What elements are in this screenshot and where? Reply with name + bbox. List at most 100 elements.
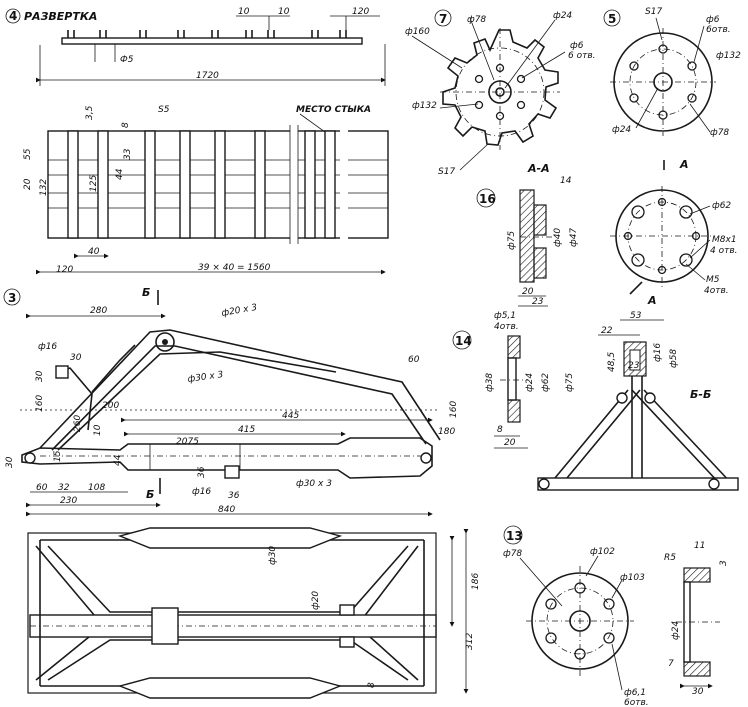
dim-bolt: ф16 bbox=[192, 487, 211, 497]
dim-30-a: 30 bbox=[70, 353, 82, 363]
dim-slot-length: 125 bbox=[89, 175, 99, 192]
dim-thickness: S17 bbox=[438, 167, 455, 177]
dim-thickness: S17 bbox=[645, 7, 662, 17]
dim-32: 32 bbox=[58, 483, 70, 493]
flange-view-a: А ф62 М8х1 4 отв. М5 4отв. А bbox=[610, 158, 738, 307]
dim-slot-33: 33 bbox=[123, 148, 133, 160]
figure-title: РАЗВЕРТКА bbox=[24, 10, 97, 23]
dim-step-diameter: ф47 bbox=[569, 228, 579, 247]
figure-number: 7 bbox=[439, 12, 447, 26]
slotted-sheet bbox=[47, 125, 389, 244]
dim-15: 15 bbox=[53, 450, 63, 462]
dim-hub: ф78 bbox=[710, 128, 729, 138]
figure-16-bushing: 16 А-А 14 ф75 ф40 ф47 20 23 bbox=[476, 162, 579, 307]
figure-number: 14 bbox=[455, 334, 472, 348]
dim-pitch: 40 bbox=[88, 247, 100, 257]
dim-outer-diameter: ф160 bbox=[405, 27, 430, 37]
dim-hole: ф6,1 bbox=[624, 688, 646, 698]
dim-108: 108 bbox=[88, 483, 105, 493]
dim-3: 3 bbox=[719, 560, 729, 566]
dim-pin-diameter: ф16 bbox=[38, 342, 57, 352]
dim-sheet-thickness: S5 bbox=[158, 105, 170, 115]
dim-start-offset: 120 bbox=[56, 265, 73, 275]
dim-160-right: 160 bbox=[449, 401, 459, 418]
dim-44: 44 bbox=[113, 454, 123, 466]
dim-pitch-total: 39 × 40 = 1560 bbox=[198, 263, 271, 273]
dim-60-right: 60 bbox=[408, 355, 420, 365]
figure-5-disc: 5 S17 ф6 6отв. ф132 ф24 ф78 bbox=[603, 7, 741, 138]
dim-10: 10 bbox=[93, 424, 103, 436]
dim-62: ф62 bbox=[541, 373, 551, 392]
dim-75: ф75 bbox=[565, 373, 575, 392]
dim-312: 312 bbox=[465, 633, 475, 650]
dim-2075: 2075 bbox=[176, 437, 199, 447]
dim-30: 30 bbox=[692, 687, 704, 697]
dim-tooth-gap: 10 bbox=[278, 7, 290, 17]
dim-48-5: 48,5 bbox=[607, 352, 617, 372]
dim-23: 23 bbox=[628, 361, 640, 371]
dim-445: 445 bbox=[282, 411, 299, 421]
figure-number: 3 bbox=[8, 291, 16, 305]
dim-slot-44: 44 bbox=[115, 168, 125, 180]
dim-end-length: 120 bbox=[352, 7, 369, 17]
figure-13-hub: 13 ф78 ф102 ф103 ф6,1 6отв. R5 11 3 ф24 … bbox=[503, 525, 729, 707]
dim-22: 22 bbox=[601, 326, 613, 336]
section-label: А-А bbox=[527, 162, 550, 175]
dim-16: ф16 bbox=[653, 343, 663, 362]
dim-hole-count: 6отв. bbox=[624, 698, 649, 707]
dim-38: ф38 bbox=[485, 373, 495, 392]
section-mark-top: Б bbox=[142, 286, 150, 299]
dim-78: ф78 bbox=[503, 549, 522, 559]
dim-bore: ф24 bbox=[612, 125, 631, 135]
dim-step: 14 bbox=[560, 176, 572, 186]
dim-hole: ф5,1 bbox=[494, 311, 516, 321]
section-mark-bottom: Б bbox=[146, 488, 154, 501]
dim-20: 20 bbox=[504, 438, 516, 448]
section-label: Б-Б bbox=[690, 388, 711, 401]
figure-number: 5 bbox=[608, 12, 616, 26]
dim-230: 230 bbox=[60, 496, 77, 506]
cut-mark-bottom: А bbox=[647, 294, 657, 307]
figure-7-sprocket: 7 ф78 ф24 ф160 ф6 6 отв. ф132 S17 bbox=[405, 9, 596, 177]
figure-number: 13 bbox=[506, 529, 523, 543]
dim-840: 840 bbox=[218, 505, 235, 515]
dim-radius: R5 bbox=[664, 553, 676, 563]
dim-11: 11 bbox=[694, 541, 705, 551]
dim-total-length: 1720 bbox=[196, 71, 219, 81]
dim-103: ф103 bbox=[620, 573, 645, 583]
dim-pitch-circle: ф132 bbox=[412, 101, 437, 111]
dim-160-left: 160 bbox=[35, 395, 45, 412]
dim-main-tube: ф30 х 3 bbox=[296, 479, 332, 489]
dim-30-b: 30 bbox=[35, 370, 45, 382]
dim-flange-diameter: ф62 bbox=[712, 201, 731, 211]
dim-slot-offset: 3,5 bbox=[85, 105, 95, 120]
dim-hole: ф6 bbox=[706, 15, 720, 25]
frame-plan-view: ф30 ф20 186 312 8 bbox=[27, 527, 481, 699]
dim-24: ф24 bbox=[525, 373, 535, 392]
dim-24: ф24 bbox=[671, 621, 681, 640]
dim-260: 260 bbox=[73, 415, 83, 432]
dim-tooth-width: 10 bbox=[238, 7, 250, 17]
dim-186: 186 bbox=[471, 573, 481, 590]
dim-width: 20 bbox=[522, 287, 534, 297]
dim-8: 8 bbox=[497, 425, 503, 435]
dim-pitch-circle: ф132 bbox=[716, 51, 741, 61]
dim-hole-count: 6 отв. bbox=[568, 51, 596, 61]
dim-30-c: 30 bbox=[5, 456, 15, 468]
dim-thread-m8: М8х1 bbox=[712, 235, 737, 245]
cut-mark-top: А bbox=[679, 158, 689, 171]
dim-hole-count: 4отв. bbox=[494, 322, 519, 332]
dim-thread-m5-count: 4отв. bbox=[704, 286, 729, 296]
dim-hole-diameter: Ф5 bbox=[120, 55, 134, 65]
dim-tube-20: ф20 bbox=[311, 591, 321, 610]
dim-total-width: 23 bbox=[532, 297, 544, 307]
dim-36-b: 36 bbox=[228, 491, 240, 501]
dim-36-a: 36 bbox=[197, 466, 207, 478]
figure-number: 16 bbox=[479, 192, 496, 206]
dim-hole: ф6 bbox=[570, 41, 584, 51]
dim-53: 53 bbox=[630, 311, 642, 321]
dim-180: 180 bbox=[438, 427, 455, 437]
dim-60-bottom: 60 bbox=[36, 483, 48, 493]
dim-thread-m5: М5 bbox=[706, 275, 720, 285]
